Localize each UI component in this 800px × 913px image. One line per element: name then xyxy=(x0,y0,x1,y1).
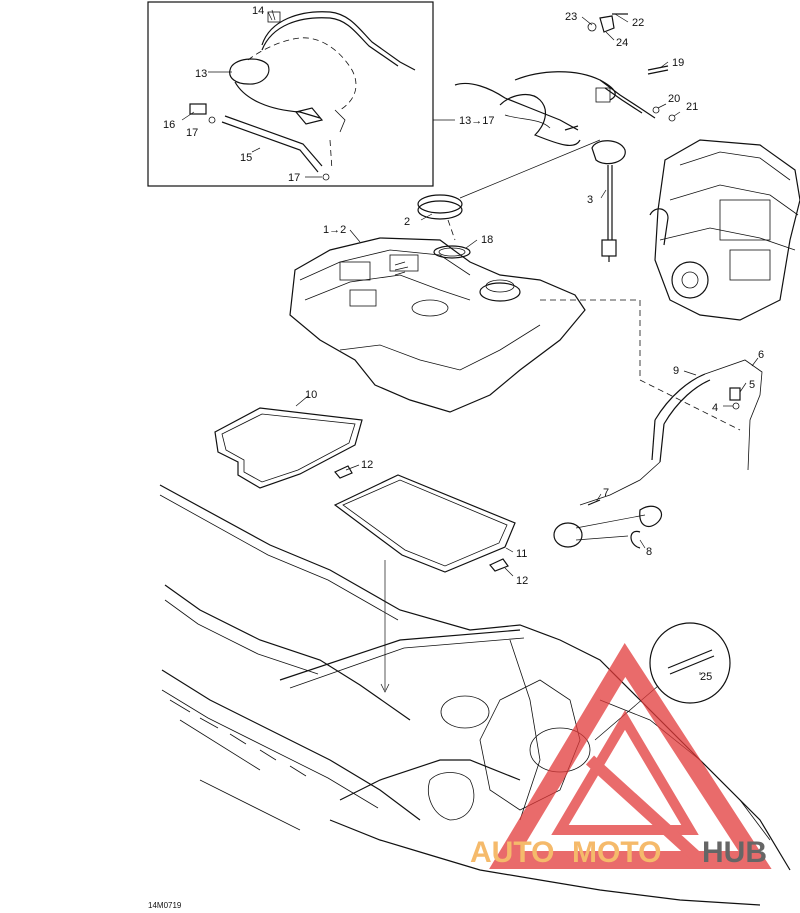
leader-lines xyxy=(181,9,759,675)
fuel-lines xyxy=(579,359,763,506)
dipstick xyxy=(591,140,626,262)
watermark-triangle xyxy=(489,643,772,869)
callout-15: 15 xyxy=(240,152,252,164)
callout-19: 19 xyxy=(672,57,684,69)
callout-6: 6 xyxy=(758,349,764,361)
callout-23: 23 xyxy=(565,11,577,23)
engine xyxy=(649,139,800,321)
detail-inset xyxy=(147,1,434,187)
callout-14: 14 xyxy=(252,5,264,17)
callout-7: 7 xyxy=(603,487,609,499)
filler-cap xyxy=(417,139,601,259)
callout-labels: 14 13 16 17 15 17 13→17 23 22 24 19 20 2… xyxy=(163,5,764,683)
callout-13: 13 xyxy=(195,68,207,80)
callout-21: 21 xyxy=(686,101,698,113)
chassis xyxy=(159,484,791,906)
callout-13-to-17: 13→17 xyxy=(459,115,494,127)
callout-2: 2 xyxy=(404,216,410,228)
diagram-code: 14M0719 xyxy=(148,901,182,910)
watermark-text-moto: MOTO xyxy=(572,836,661,869)
callout-4: 4 xyxy=(712,402,718,414)
vent-assembly xyxy=(454,13,676,147)
insulation-pads xyxy=(214,407,516,693)
callout-24: 24 xyxy=(616,37,628,49)
callout-12-a: 12 xyxy=(361,459,373,471)
callout-20: 20 xyxy=(668,93,680,105)
callout-10: 10 xyxy=(305,389,317,401)
callout-5: 5 xyxy=(749,379,755,391)
callout-12-b: 12 xyxy=(516,575,528,587)
callout-8: 8 xyxy=(646,546,652,558)
callout-11: 11 xyxy=(516,548,527,560)
callout-17-b: 17 xyxy=(288,172,300,184)
callout-22: 22 xyxy=(632,17,644,29)
watermark-logo: AUTO MOTO HUB xyxy=(470,643,772,869)
callout-3: 3 xyxy=(587,194,593,206)
clip-detail xyxy=(553,505,663,549)
callout-16: 16 xyxy=(163,119,175,131)
callout-9: 9 xyxy=(673,365,679,377)
callout-25: 25 xyxy=(700,671,712,683)
fuel-tank xyxy=(289,237,741,431)
callout-18: 18 xyxy=(481,234,493,246)
watermark-text-auto: AUTO xyxy=(470,836,554,869)
watermark-text-hub: HUB xyxy=(702,836,767,869)
callout-17-a: 17 xyxy=(186,127,198,139)
callout-1-to-2: 1→2 xyxy=(323,224,346,236)
